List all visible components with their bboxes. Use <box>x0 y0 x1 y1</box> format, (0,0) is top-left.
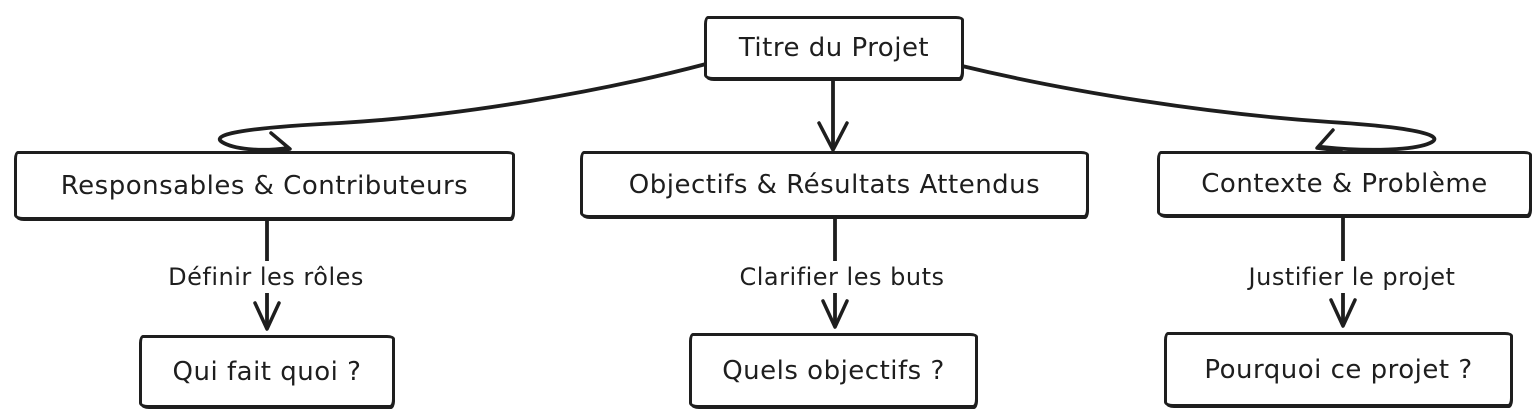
arrowhead-objectifs <box>817 121 849 152</box>
node-quels-objectifs-label: Quels objectifs ? <box>722 355 945 386</box>
edge-label-clarifier-les-buts: Clarifier les buts <box>731 261 953 293</box>
node-objectifs-resultats: Objectifs & Résultats Attendus <box>580 151 1089 218</box>
arrowhead-pourquoi <box>1329 298 1357 328</box>
node-qui-fait-quoi: Qui fait quoi ? <box>139 335 395 408</box>
node-project-title: Titre du Projet <box>704 16 964 80</box>
node-responsables-label: Responsables & Contributeurs <box>60 170 469 201</box>
node-pourquoi-ce-projet: Pourquoi ce projet ? <box>1164 332 1513 407</box>
edge-label-definir-les-roles: Définir les rôles <box>160 261 372 293</box>
node-contexte-probleme: Contexte & Problème <box>1157 151 1532 217</box>
node-pourquoi-ce-projet-label: Pourquoi ce projet ? <box>1204 354 1473 385</box>
connector-title-to-responsables <box>218 62 708 152</box>
connector-title-to-contexte <box>960 64 1437 152</box>
arrowhead-contexte <box>1315 128 1343 153</box>
arrowhead-qui-fait-quoi <box>253 301 281 331</box>
arrowhead-quels-objectifs <box>821 299 849 329</box>
node-project-title-label: Titre du Projet <box>738 33 930 63</box>
node-qui-fait-quoi-label: Qui fait quoi ? <box>172 356 362 387</box>
edge-label-justifier-le-projet: Justifier le projet <box>1240 261 1464 293</box>
node-objectifs-label: Objectifs & Résultats Attendus <box>628 169 1041 200</box>
node-responsables-contributeurs: Responsables & Contributeurs <box>14 151 515 220</box>
node-contexte-label: Contexte & Problème <box>1201 169 1488 199</box>
node-quels-objectifs: Quels objectifs ? <box>689 333 978 408</box>
